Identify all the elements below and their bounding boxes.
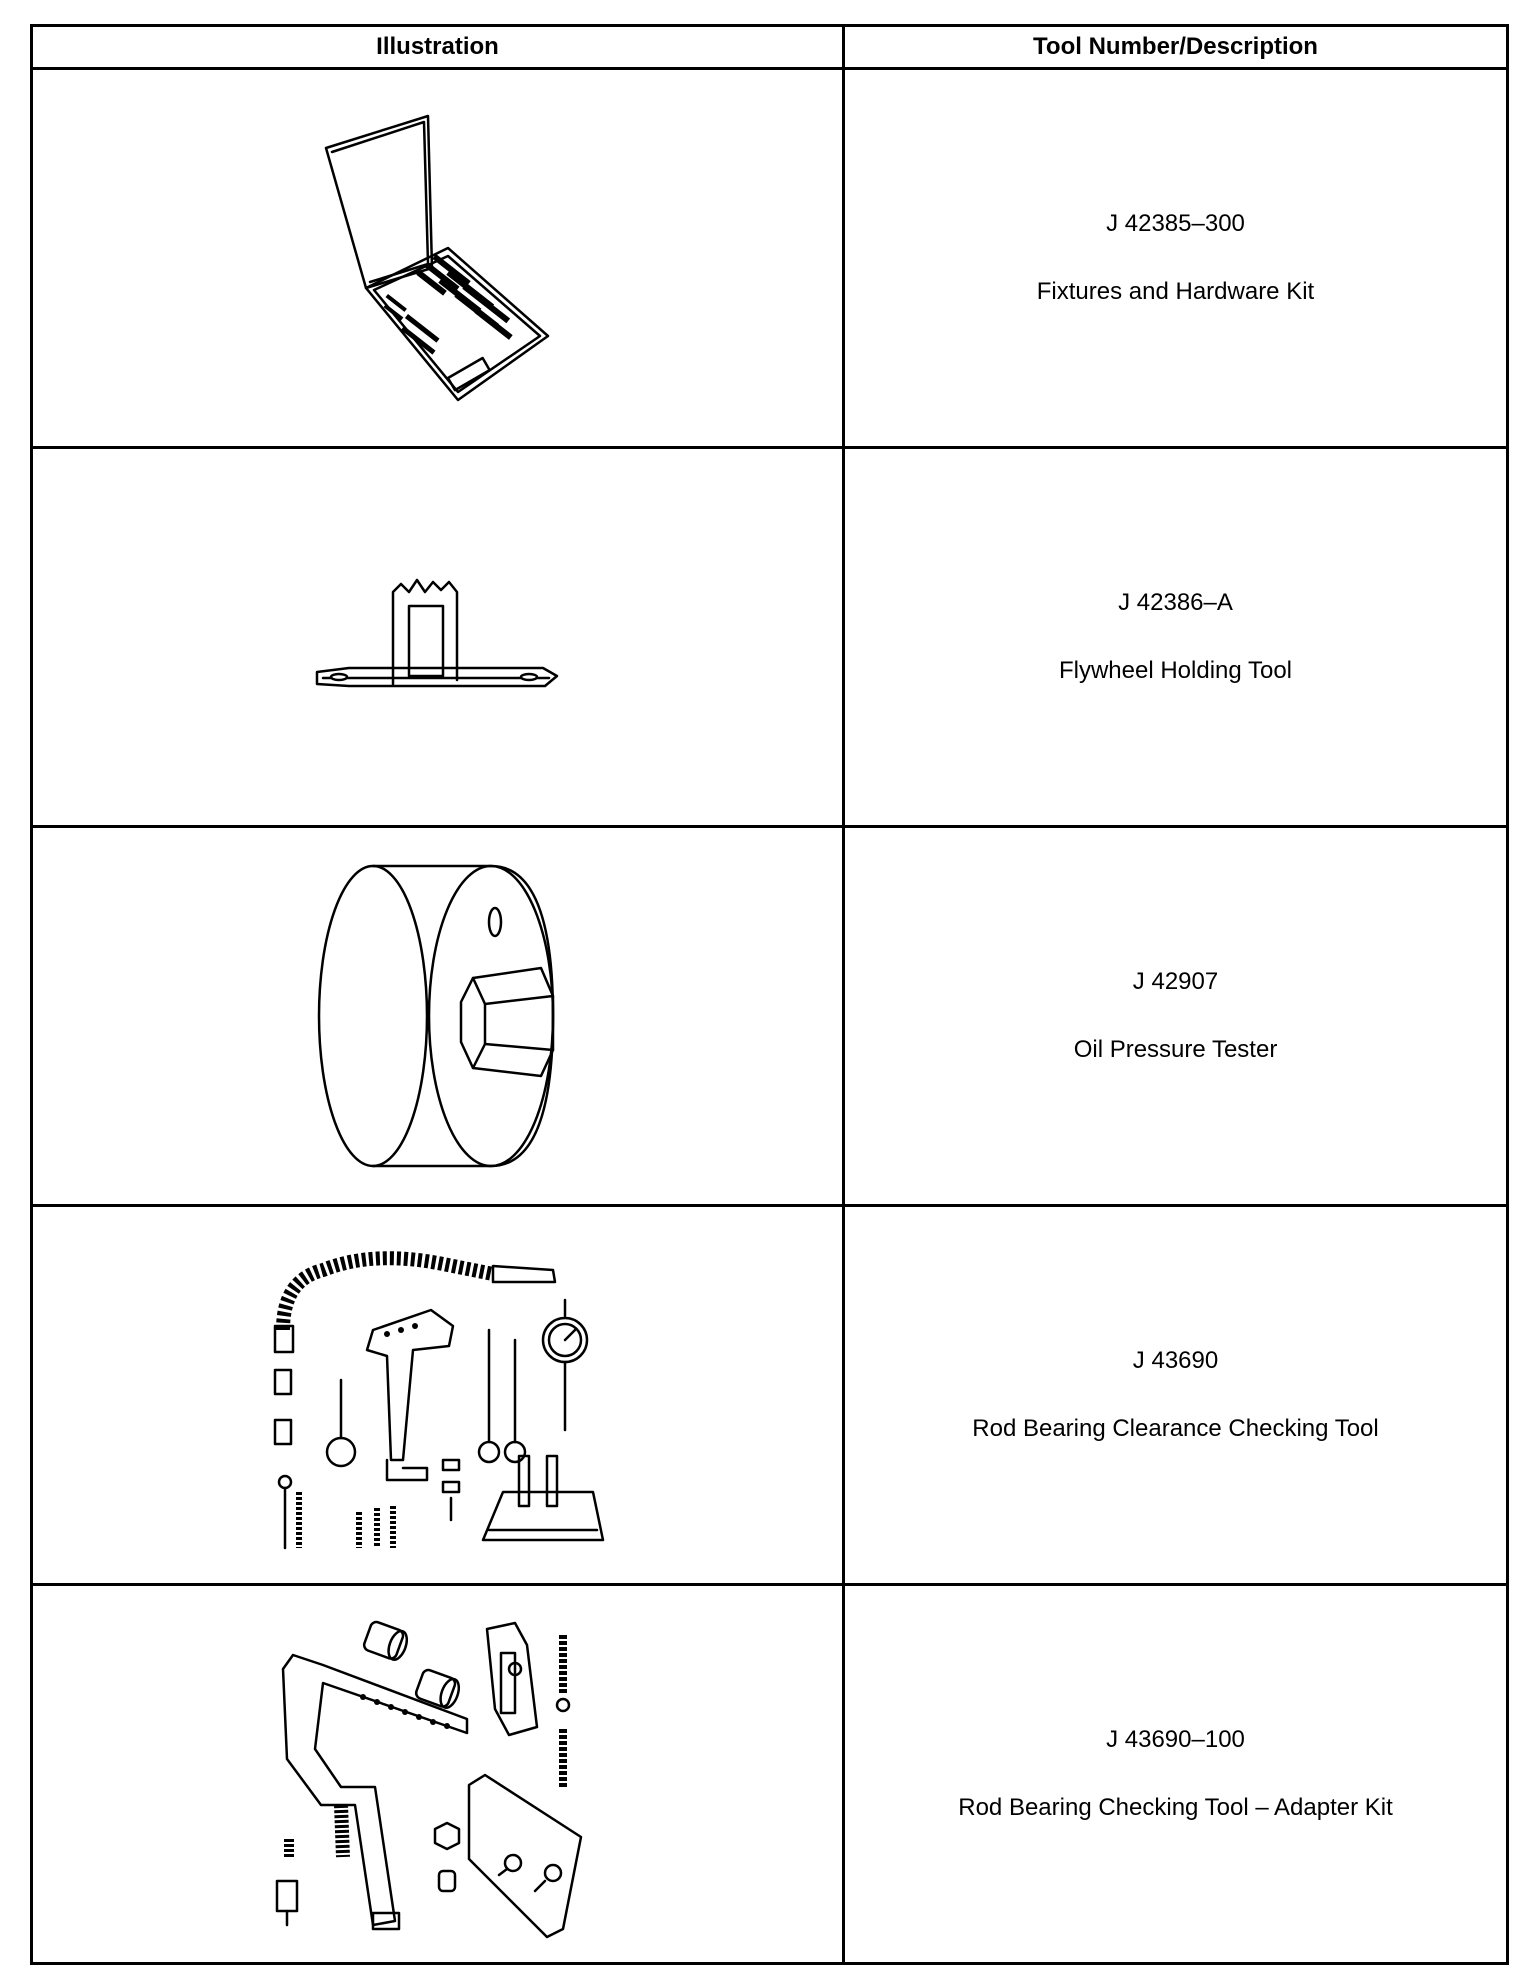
adapter-kit-icon <box>275 1620 582 1939</box>
hardware-kit-case-icon <box>324 114 549 402</box>
tool-cell: J 43690–100 Rod Bearing Checking Tool – … <box>842 1583 1509 1965</box>
tool-cell: J 43690 Rod Bearing Clearance Checking T… <box>842 1204 1509 1586</box>
tool-description: Oil Pressure Tester <box>1073 1036 1278 1063</box>
tool-number: J 42386–A <box>1118 589 1233 616</box>
rod-bearing-checking-tool-icon <box>273 1251 604 1550</box>
header-row: Illustration Tool Number/Description <box>30 24 1509 70</box>
tool-description: Rod Bearing Checking Tool – Adapter Kit <box>958 1794 1393 1821</box>
tool-description: Rod Bearing Clearance Checking Tool <box>972 1415 1379 1442</box>
tool-cell: J 42386–A Flywheel Holding Tool <box>842 446 1509 828</box>
table-row: J 42386–A Flywheel Holding Tool <box>30 446 1509 828</box>
illustration-cell <box>30 1583 845 1965</box>
illustration-cell <box>30 825 845 1207</box>
table-row: J 42385–300 Fixtures and Hardware Kit <box>30 67 1509 449</box>
tool-cell: J 42385–300 Fixtures and Hardware Kit <box>842 67 1509 449</box>
flywheel-holding-tool-icon <box>315 578 558 688</box>
table-row: J 42907 Oil Pressure Tester <box>30 825 1509 1207</box>
header-illustration: Illustration <box>30 24 845 70</box>
table-row: J 43690 Rod Bearing Clearance Checking T… <box>30 1204 1509 1586</box>
tool-number: J 42907 <box>1132 968 1219 995</box>
tool-number: J 43690–100 <box>1106 1726 1245 1753</box>
illustration-cell <box>30 446 845 828</box>
oil-pressure-tester-icon <box>317 864 554 1168</box>
tool-description: Flywheel Holding Tool <box>1058 657 1292 684</box>
table-row: J 43690–100 Rod Bearing Checking Tool – … <box>30 1583 1509 1965</box>
tool-number: J 43690 <box>1132 1347 1219 1374</box>
tool-table: Illustration Tool Number/Description <box>30 24 1509 1965</box>
illustration-cell <box>30 1204 845 1586</box>
illustration-cell <box>30 67 845 449</box>
tool-description: Fixtures and Hardware Kit <box>1036 278 1315 305</box>
tool-number: J 42385–300 <box>1106 210 1245 237</box>
tool-cell: J 42907 Oil Pressure Tester <box>842 825 1509 1207</box>
header-tool-number-description: Tool Number/Description <box>842 24 1509 70</box>
